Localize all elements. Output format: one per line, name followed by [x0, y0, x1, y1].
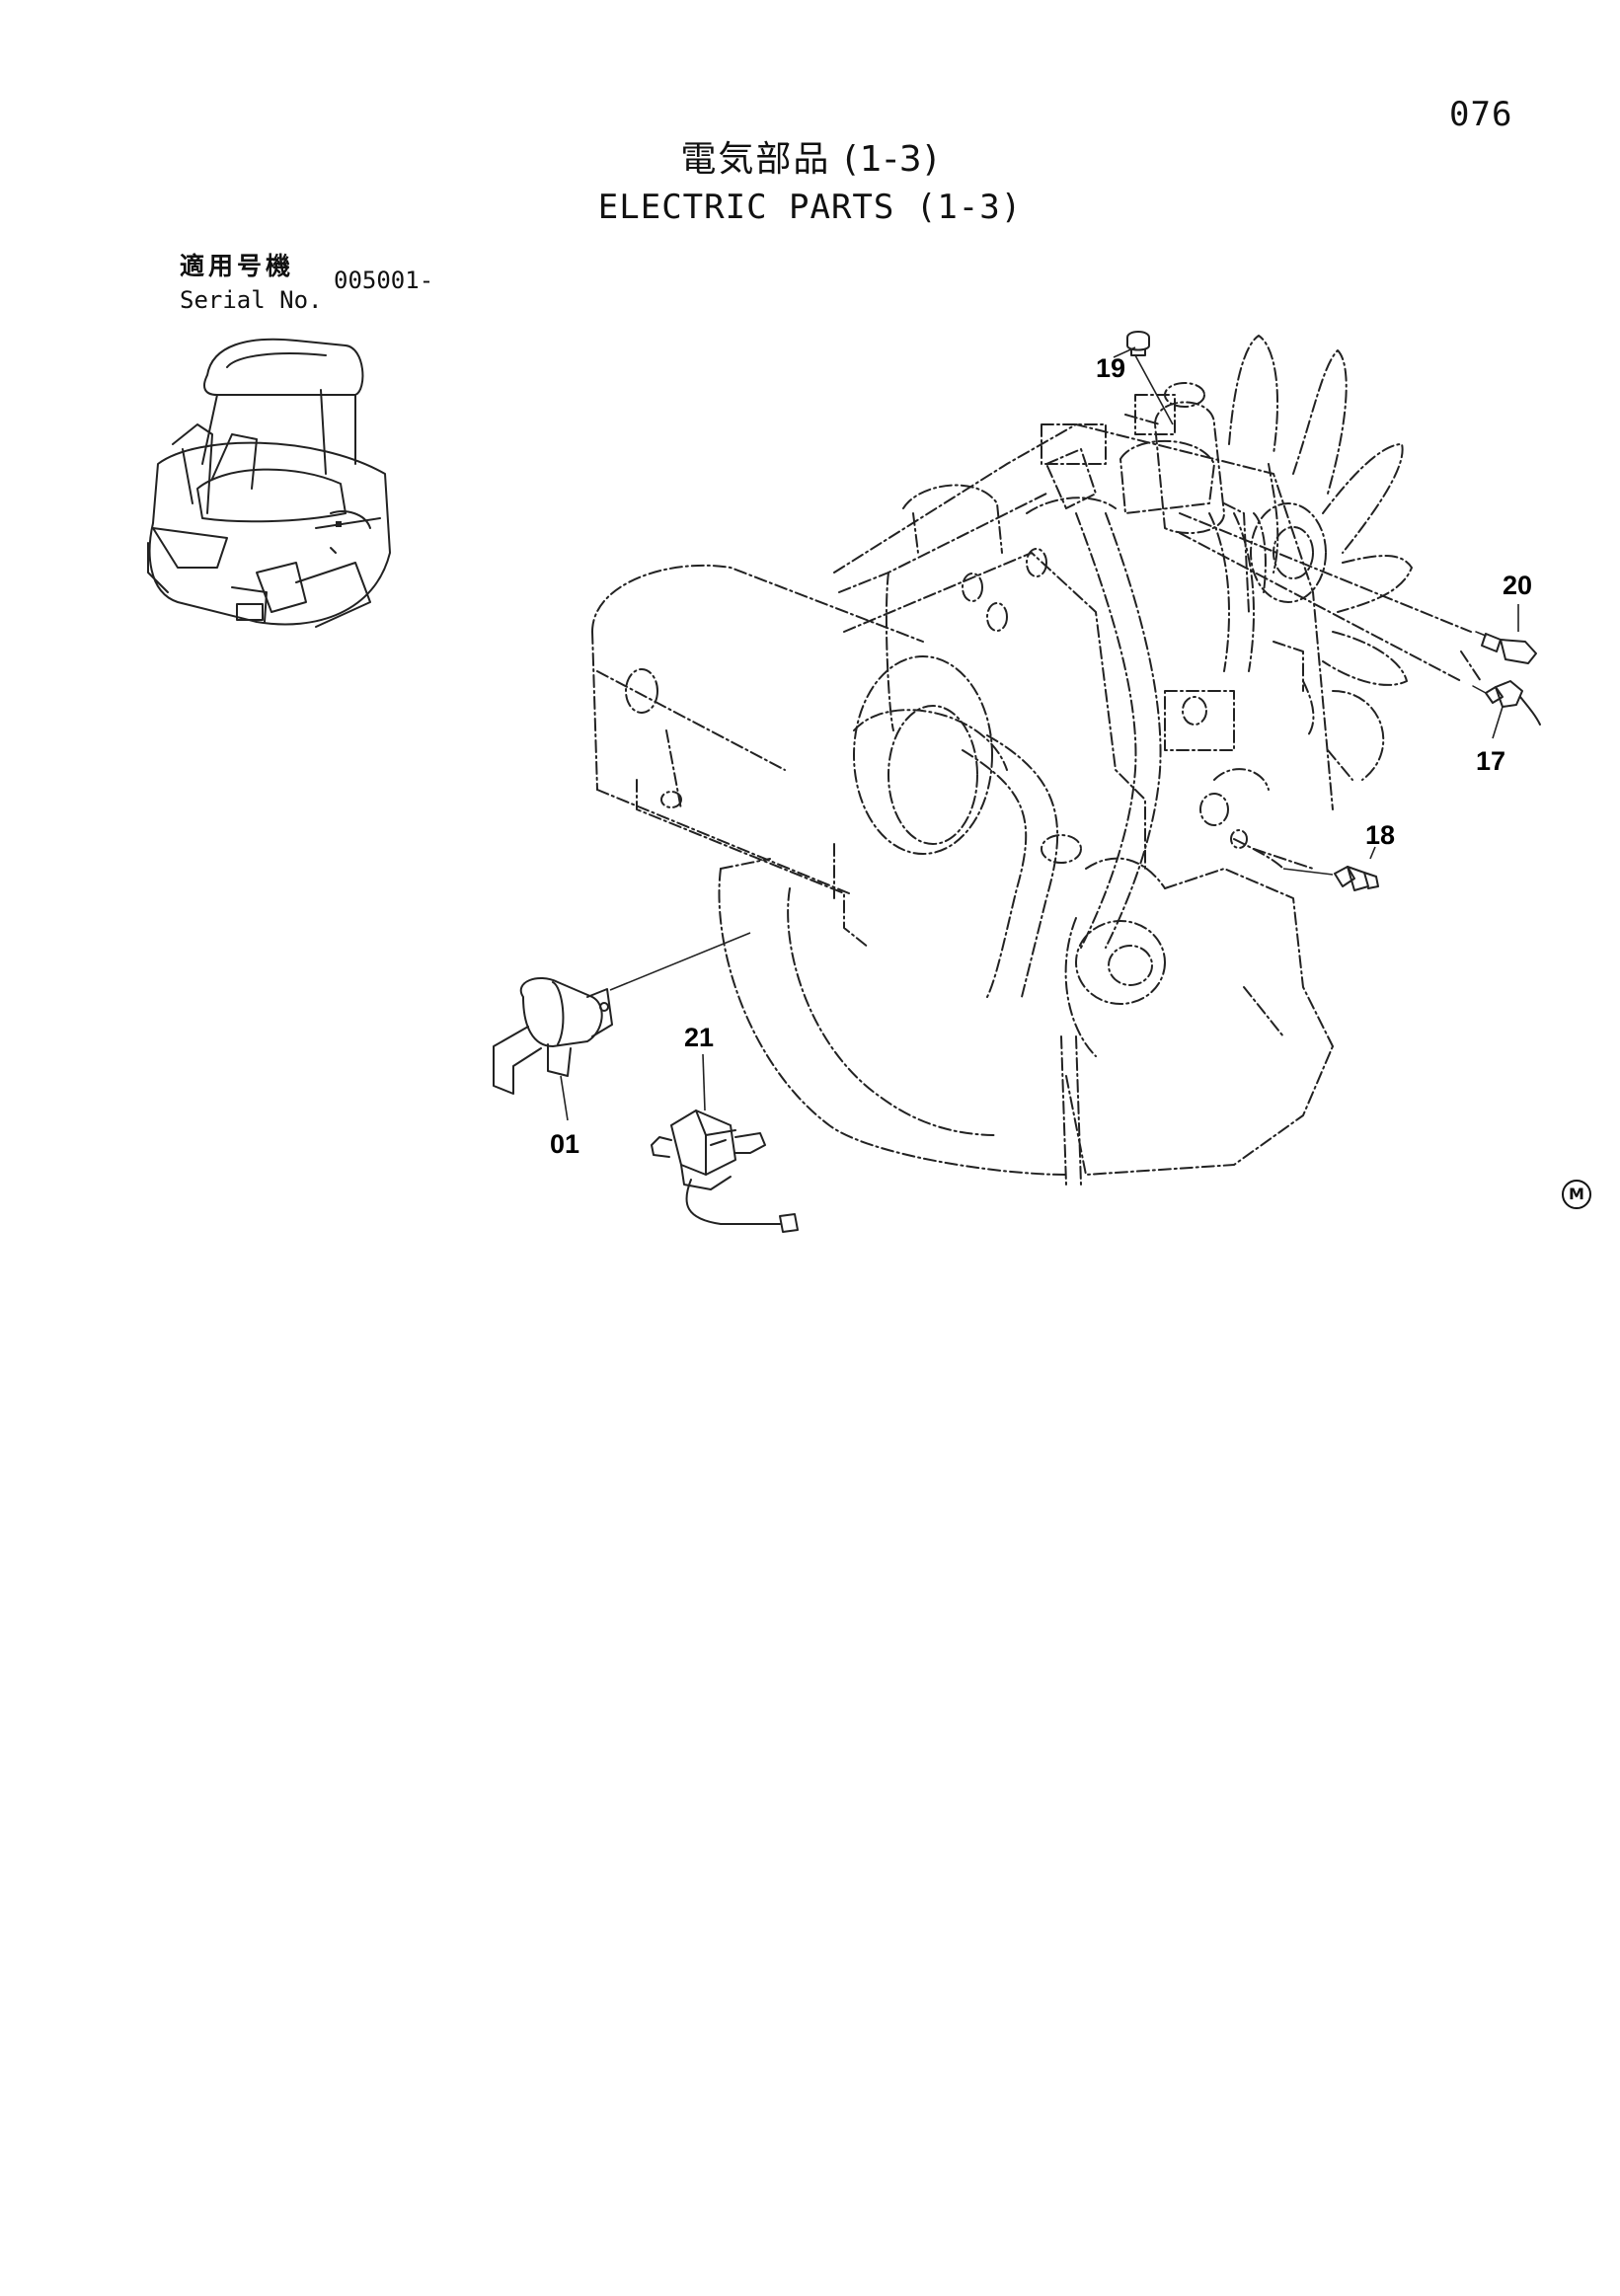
part-17-sensor	[1472, 680, 1541, 739]
serial-number-value: 005001-	[334, 267, 434, 294]
callout-01: 01	[550, 1129, 579, 1159]
serial-label-english: Serial No.	[180, 286, 323, 314]
page-number: 076	[1449, 95, 1513, 134]
manufacturer-mark: M	[1562, 1180, 1591, 1209]
callout-18: 18	[1365, 820, 1395, 850]
part-19-plug	[1113, 331, 1174, 425]
part-20-sensor	[1475, 604, 1537, 664]
callout-17: 17	[1476, 746, 1505, 776]
part-18-switch	[1282, 846, 1379, 891]
callout-21: 21	[684, 1023, 714, 1052]
callout-19: 19	[1096, 353, 1125, 383]
part-21-fuel-pump	[651, 1053, 799, 1233]
excavator-thumbnail	[147, 338, 391, 628]
serial-label-japanese: 適用号機	[180, 252, 295, 280]
page-title-japanese: 電気部品 (1-3)	[680, 139, 940, 180]
page-title-english: ELECTRIC PARTS (1-3)	[597, 188, 1023, 227]
engine-assembly	[591, 335, 1482, 1186]
part-01-solenoid	[493, 932, 751, 1121]
callout-20: 20	[1503, 571, 1532, 600]
